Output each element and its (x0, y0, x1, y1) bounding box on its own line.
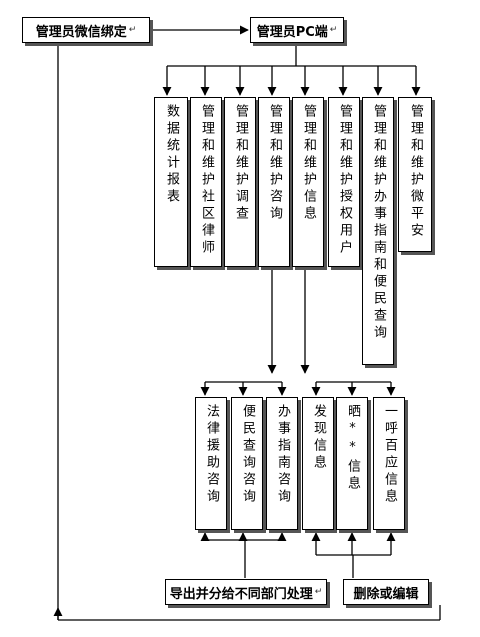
info-label: 发现信息 (311, 404, 326, 472)
module-auth-users: 管理和维护授权用户 (328, 97, 360, 267)
module-label: 管理和维护办事指南和便民查询 (371, 104, 386, 342)
pc-end-label: 管理员PC端 (256, 24, 328, 40)
module-label: 管理和维护授权用户 (337, 104, 352, 257)
info-label: 晒**信息 (345, 404, 360, 493)
pc-end-box: 管理员PC端↵ (250, 17, 344, 43)
module-label: 管理和维护社区律师 (199, 104, 214, 257)
module-survey: 管理和维护调查 (224, 97, 256, 267)
wechat-bind-box: 管理员微信绑定↵ (22, 17, 150, 43)
info-discover: 发现信息 (302, 397, 334, 530)
info-share: 晒**信息 (336, 397, 368, 530)
consult-convenience: 便民查询咨询 (231, 397, 263, 530)
module-label: 管理和维护调查 (233, 104, 248, 223)
module-label: 管理和维护咨询 (267, 104, 282, 223)
export-label: 导出并分给不同部门处理 (169, 586, 313, 602)
module-info: 管理和维护信息 (292, 97, 324, 267)
module-wei-pingan: 管理和维护微平安 (398, 97, 432, 252)
export-distribute-box: 导出并分给不同部门处理↵ (165, 579, 327, 605)
wechat-bind-label: 管理员微信绑定 (35, 24, 127, 40)
delete-edit-label: 删除或编辑 (353, 586, 419, 602)
para-mark: ↵ (314, 587, 323, 597)
info-label: 一呼百应信息 (382, 404, 397, 506)
module-stats-report: 数据统计报表 (154, 97, 188, 267)
consult-label: 办事指南咨询 (275, 404, 290, 506)
para-mark: ↵ (128, 25, 137, 35)
module-label: 管理和维护微平安 (408, 104, 423, 240)
consult-legal-aid: 法律援助咨询 (195, 397, 227, 530)
module-label: 管理和维护信息 (301, 104, 316, 223)
info-response: 一呼百应信息 (373, 397, 405, 530)
module-community-lawyer: 管理和维护社区律师 (190, 97, 222, 267)
module-label: 数据统计报表 (164, 104, 179, 206)
module-guide-query: 管理和维护办事指南和便民查询 (362, 97, 394, 365)
consult-guide: 办事指南咨询 (266, 397, 298, 530)
para-mark: ↵ (329, 25, 338, 35)
consult-label: 便民查询咨询 (240, 404, 255, 506)
consult-label: 法律援助咨询 (204, 404, 219, 506)
module-consult: 管理和维护咨询 (258, 97, 290, 267)
delete-edit-box: 删除或编辑 (343, 579, 429, 605)
